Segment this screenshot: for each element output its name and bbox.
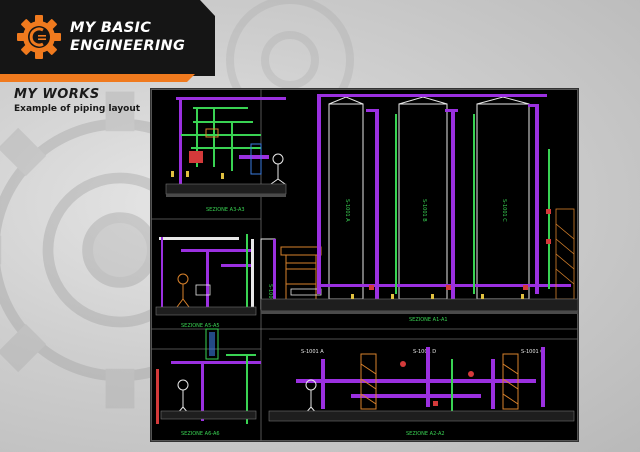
bottom-tag-1: S-1001 A (301, 349, 324, 355)
section-label-a3: SEZIONE A3-A3 (206, 207, 245, 213)
section-label-a6: SEZIONE A6-A6 (181, 431, 220, 437)
bottom-tag-3: S-1001 G (521, 349, 544, 355)
piping-layout-drawing: SEZIONE A3-A3 SEZIONE A5-A5 S-1001 A (150, 88, 579, 442)
header-accent-stripe (0, 74, 195, 82)
tank-section: S-1001 A S-1001 B S-1001 C (260, 94, 578, 323)
tank-c-label: S-1001 C (501, 199, 507, 222)
small-tank-label: S-1001 A (267, 284, 273, 307)
bottom-tag-2: S-1001 D (413, 349, 436, 355)
section-label-a1: SEZIONE A1-A1 (409, 317, 448, 323)
brand-name-line1: MY BASIC (70, 20, 152, 36)
svg-text:SEZIONE A5-A5: SEZIONE A5-A5 (181, 323, 220, 329)
brand-name-line2: ENGINEERING (70, 38, 186, 54)
gear-logo-icon (17, 15, 61, 59)
tank-a-label: S-1001 A (344, 199, 350, 222)
section-label-a2: SEZIONE A2-A2 (406, 431, 445, 437)
panel-a3: SEZIONE A3-A3 (165, 97, 287, 213)
section-title: MY WORKS (14, 87, 100, 102)
tank-b-label: S-1001 B (421, 199, 427, 222)
section-subtitle: Example of piping layout (14, 104, 141, 114)
